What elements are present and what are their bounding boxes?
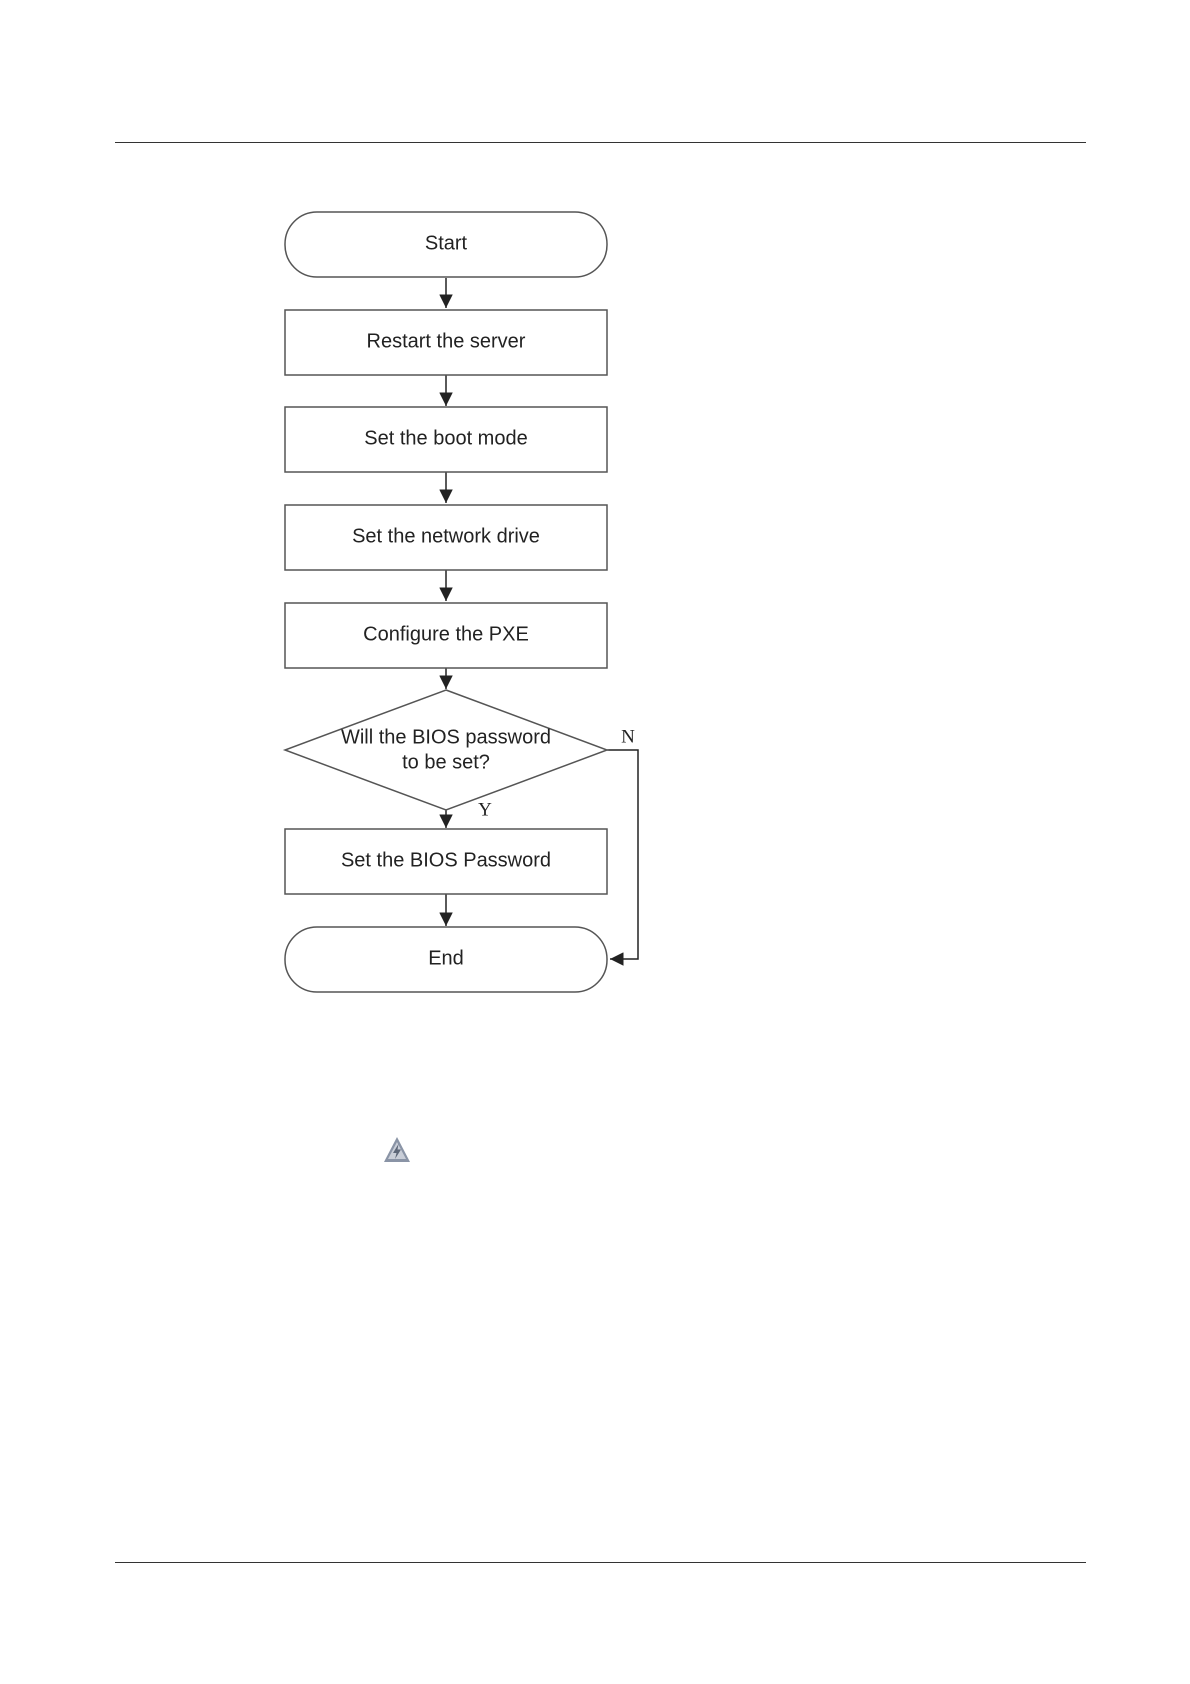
node-set-bios-password-label: Set the BIOS Password — [341, 849, 551, 871]
decision-label-line2: to be set? — [402, 751, 490, 773]
node-decision-bios-password: Will the BIOS password to be set? — [285, 690, 607, 810]
node-restart-server: Restart the server — [285, 310, 607, 375]
node-end: End — [285, 927, 607, 992]
node-start-label: Start — [425, 232, 468, 254]
node-set-boot-mode-label: Set the boot mode — [364, 427, 527, 449]
node-set-network-drive-label: Set the network drive — [352, 525, 540, 547]
node-restart-server-label: Restart the server — [367, 330, 526, 352]
decision-label-line1: Will the BIOS password — [341, 726, 551, 748]
warning-icon — [383, 1136, 411, 1164]
arrow-decision-no-to-end — [607, 750, 638, 959]
node-set-bios-password: Set the BIOS Password — [285, 829, 607, 894]
footer-rule — [115, 1562, 1086, 1563]
branch-label-no: N — [621, 726, 635, 747]
node-set-boot-mode: Set the boot mode — [285, 407, 607, 472]
node-end-label: End — [428, 947, 464, 969]
node-set-network-drive: Set the network drive — [285, 505, 607, 570]
node-configure-pxe: Configure the PXE — [285, 603, 607, 668]
node-configure-pxe-label: Configure the PXE — [363, 623, 529, 645]
node-start: Start — [285, 212, 607, 277]
branch-label-yes: Y — [478, 799, 492, 820]
